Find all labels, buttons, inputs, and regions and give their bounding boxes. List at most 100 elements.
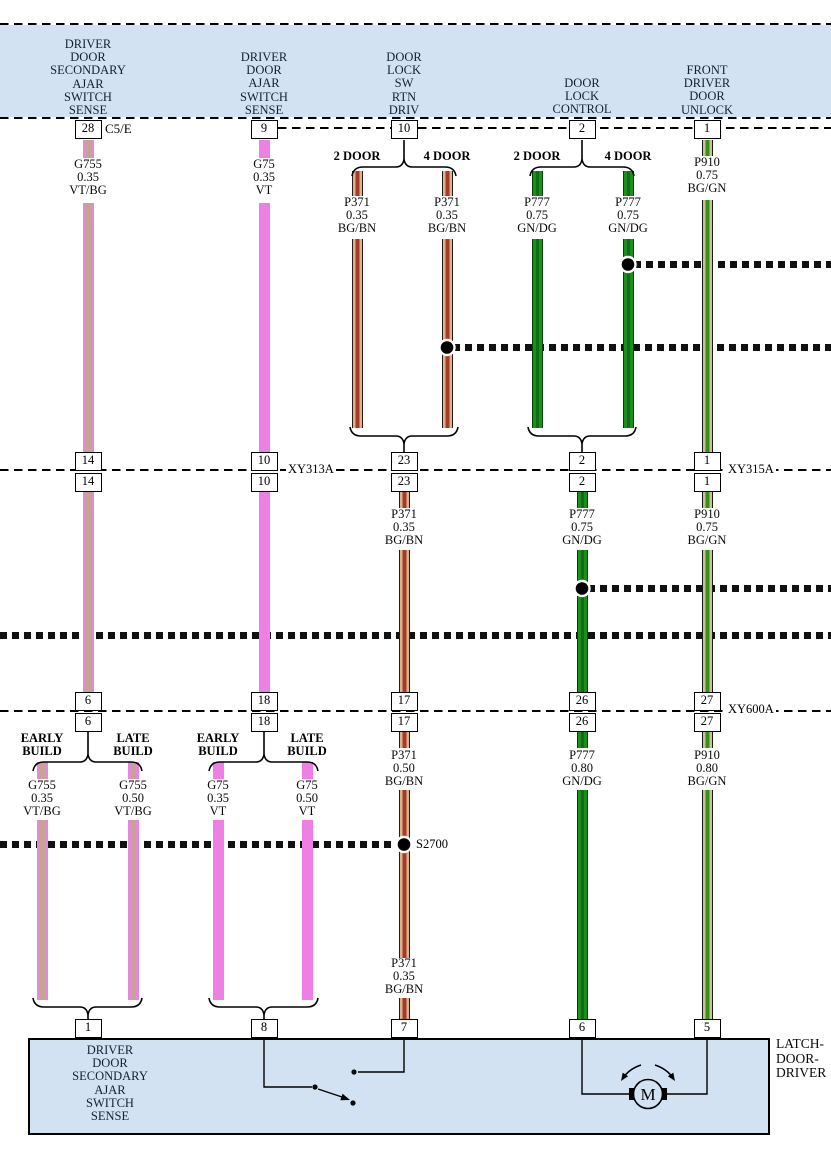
late-build-label: LATE BUILD xyxy=(287,731,327,759)
wire-p910 xyxy=(701,140,713,156)
latch-pin-6: 6 xyxy=(568,1019,596,1038)
pin-2-top: 2 xyxy=(568,452,596,471)
latch-pin-7: 7 xyxy=(390,1019,418,1038)
wire-p371 xyxy=(398,732,410,748)
pin-1: 1 xyxy=(693,120,721,139)
pin-28: 28 xyxy=(74,120,102,139)
latch-pin-5: 5 xyxy=(693,1019,721,1038)
wire-p371-2door xyxy=(351,239,363,428)
s2700-dotted-line xyxy=(0,841,400,848)
wire-g755 xyxy=(82,203,94,453)
offpage-dotted-line-2 xyxy=(453,344,831,351)
wire-p777-4door xyxy=(622,171,634,196)
wire-g75-late xyxy=(301,762,313,779)
wire-p371 xyxy=(398,550,410,693)
wire-g755-early xyxy=(36,820,48,1000)
pin-link-dashed-line xyxy=(264,127,831,130)
wire-p371-2door xyxy=(351,171,363,196)
wire-label-g75: G75 0.35 VT xyxy=(253,157,275,198)
wire-p371-4door xyxy=(441,239,453,428)
wire-label-p777-080: P777 0.80 GN/DG xyxy=(562,748,602,789)
four-door-label: 4 DOOR xyxy=(604,149,652,163)
wire-label-p910-mid: P910 0.75 BG/GN xyxy=(687,507,727,548)
top-connector-band xyxy=(0,25,831,117)
late-build-label: LATE BUILD xyxy=(113,731,153,759)
pin-23-top: 23 xyxy=(390,452,418,471)
wire-label-p371-bottom: P371 0.35 BG/BN xyxy=(384,956,424,997)
header-label-driver-door-ajar: DRIVER DOOR AJAR SWITCH SENSE xyxy=(240,50,288,117)
pin-18-bottom: 18 xyxy=(250,713,278,732)
wire-p910 xyxy=(701,200,713,453)
two-door-label: 2 DOOR xyxy=(513,149,561,163)
wire-g755-late xyxy=(127,762,139,779)
merge-brace xyxy=(527,426,637,444)
offpage-dotted-line-1 xyxy=(634,261,831,268)
pin-14-top: 14 xyxy=(74,452,102,471)
header-label-front-driver-door-unlock: FRONT DRIVER DOOR UNLOCK xyxy=(680,63,734,117)
merge-brace xyxy=(349,426,459,444)
merge-brace xyxy=(208,997,319,1015)
connector-label-xy600a: XY600A xyxy=(726,702,776,717)
wire-g75 xyxy=(258,203,270,453)
pin-1-bottom: 1 xyxy=(693,473,721,492)
pin-27-bottom: 27 xyxy=(693,713,721,732)
header-label-door-lock-sw-rtn: DOOR LOCK SW RTN DRIV xyxy=(386,50,422,117)
splice-label-s2700: S2700 xyxy=(416,837,448,851)
header-label-door-lock-control: DOOR LOCK CONTROL xyxy=(552,76,612,117)
wire-p371 xyxy=(398,998,410,1019)
wire-p777-4door xyxy=(622,239,634,428)
wire-label-g755-late: G755 0.50 VT/BG xyxy=(114,778,152,819)
wire-g75 xyxy=(258,492,270,693)
wire-g755-early xyxy=(36,762,48,779)
latch-pin-8: 8 xyxy=(250,1019,278,1038)
wire-g75 xyxy=(258,140,270,158)
wire-p910 xyxy=(701,732,713,748)
pin-2-bottom: 2 xyxy=(568,473,596,492)
wire-p910 xyxy=(701,550,713,693)
wire-label-p371-4door: P371 0.35 BG/BN xyxy=(427,195,467,236)
latch-pin-1: 1 xyxy=(74,1019,102,1038)
latch-inner-label: DRIVER DOOR SECONDARY AJAR SWITCH SENSE xyxy=(72,1043,148,1124)
pin-2: 2 xyxy=(568,120,596,139)
wire-p777 xyxy=(576,492,588,508)
two-door-label: 2 DOOR xyxy=(333,149,381,163)
connector-label-xy315a: XY315A xyxy=(726,462,776,477)
pin-17-bottom: 17 xyxy=(390,713,418,732)
wire-p777 xyxy=(576,790,588,1019)
band-bottom-dashed-line xyxy=(0,117,831,120)
pin-6-bottom: 6 xyxy=(74,713,102,732)
wire-label-p910-080: P910 0.80 BG/GN xyxy=(687,748,727,789)
wire-p371 xyxy=(398,790,410,958)
pin-26-top: 26 xyxy=(568,692,596,711)
pin-9: 9 xyxy=(250,120,278,139)
wire-p777 xyxy=(576,550,588,693)
pin-6-top: 6 xyxy=(74,692,102,711)
pin-23-bottom: 23 xyxy=(390,473,418,492)
offpage-dotted-line-4 xyxy=(0,632,831,639)
pin-1-top: 1 xyxy=(693,452,721,471)
wire-label-g75-late: G75 0.50 VT xyxy=(296,778,318,819)
pin-10-top: 10 xyxy=(250,452,278,471)
latch-name-label: LATCH- DOOR- DRIVER xyxy=(776,1036,827,1080)
wire-p777-2door xyxy=(531,171,543,196)
wire-label-p910: P910 0.75 BG/GN xyxy=(687,155,727,196)
wire-g75-early xyxy=(212,820,224,1000)
pin-27-top: 27 xyxy=(693,692,721,711)
header-label-driver-door-secondary: DRIVER DOOR SECONDARY AJAR SWITCH SENSE xyxy=(50,37,126,118)
wire-label-g75-early: G75 0.35 VT xyxy=(207,778,229,819)
wire-label-p371-2door: P371 0.35 BG/BN xyxy=(337,195,377,236)
connector-note-c5e: C5/E xyxy=(105,121,132,136)
wire-p910 xyxy=(701,790,713,1019)
wire-label-p777-4door: P777 0.75 GN/DG xyxy=(608,195,648,236)
wire-label-p371-050: P371 0.50 BG/BN xyxy=(384,748,424,789)
wire-p777 xyxy=(576,732,588,748)
merge-brace xyxy=(32,997,143,1015)
xy600a-dashed-line xyxy=(0,710,831,713)
pin-14-bottom: 14 xyxy=(74,473,102,492)
wire-g755 xyxy=(82,140,94,158)
pin-17-top: 17 xyxy=(390,692,418,711)
early-build-label: EARLY BUILD xyxy=(196,731,240,759)
pin-26-bottom: 26 xyxy=(568,713,596,732)
wire-p371-4door xyxy=(441,171,453,196)
